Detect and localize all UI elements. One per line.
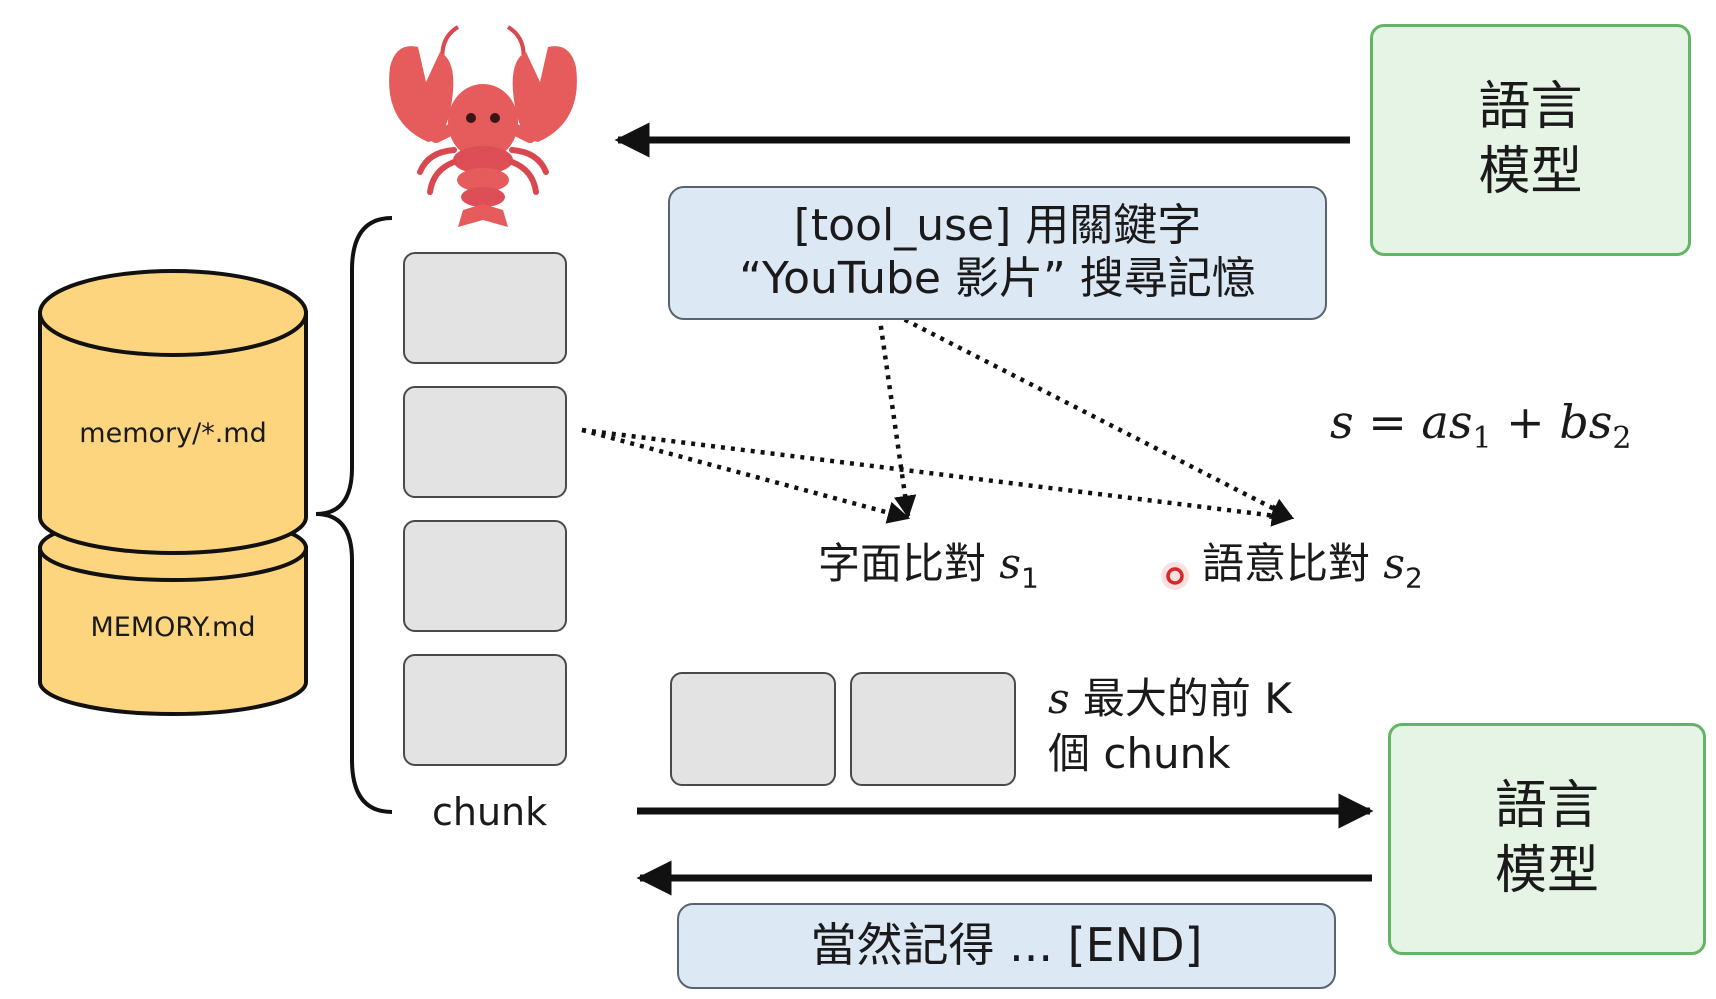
dotted-arrow-chunk-to-semantic [581, 427, 1295, 527]
lexical-match-sub: 1 [1020, 561, 1039, 595]
db-upper-label: memory/*.md [79, 418, 267, 449]
formula-s2: s [1588, 395, 1613, 449]
response-box: 當然記得 ... [END] [677, 903, 1336, 989]
dotted-arrow-chunk-to-lexical [581, 427, 911, 524]
topk-var: s [1048, 674, 1070, 723]
lexical-match-text: 字面比對 [818, 539, 987, 588]
lobster-icon [389, 25, 577, 227]
language-model-box-top: 語言 模型 [1370, 24, 1691, 256]
formula-b: b [1559, 395, 1589, 449]
semantic-match-text: 語意比對 [1202, 539, 1371, 588]
formula-plus: + [1506, 395, 1545, 449]
chunk-box-4 [403, 654, 567, 766]
language-model-box-bottom: 語言 模型 [1388, 723, 1706, 955]
formula-sub1: 1 [1472, 421, 1492, 457]
topk-chunk-box-2 [850, 672, 1016, 786]
dotted-arrow-query-to-lexical [875, 305, 917, 519]
formula-a: a [1421, 395, 1449, 449]
chunk-brace [315, 216, 393, 814]
semantic-match-var: s [1383, 539, 1405, 588]
topk-chunk-box-1 [670, 672, 836, 786]
database-icon [38, 269, 308, 716]
lexical-match-label: 字面比對 s1 [818, 530, 1039, 594]
score-formula: s = as1 + bs2 [1330, 395, 1632, 456]
formula-eq: = [1368, 395, 1407, 449]
topk-caption-line2: 個 chunk [1048, 728, 1231, 778]
lexical-match-var: s [999, 539, 1021, 588]
lm-bottom-line1: 語言 [1494, 776, 1599, 836]
lm-top-line1: 語言 [1478, 77, 1583, 137]
lm-bottom-line2: 模型 [1494, 841, 1599, 901]
cursor-indicator [1166, 567, 1184, 585]
topk-caption-line1: s 最大的前 K [1048, 672, 1292, 727]
chunk-box-3 [403, 520, 567, 632]
tool-use-query-box: [tool_use] 用關鍵字 “YouTube 影片” 搜尋記憶 [668, 186, 1327, 320]
response-text: 當然記得 ... [END] [810, 918, 1203, 973]
semantic-match-label: 語意比對 s2 [1202, 530, 1423, 594]
topk-caption: s 最大的前 K 個 chunk [1048, 672, 1292, 781]
db-lower-label: MEMORY.md [90, 612, 256, 643]
formula-s: s [1330, 395, 1354, 449]
tool-use-line1: [tool_use] 用關鍵字 [793, 200, 1202, 252]
formula-s1: s [1448, 395, 1473, 449]
chunk-box-2 [403, 386, 567, 498]
topk-line1-rest: 最大的前 K [1069, 674, 1292, 723]
semantic-match-sub: 2 [1404, 561, 1423, 595]
chunk-box-1 [403, 252, 567, 364]
formula-sub2: 2 [1612, 421, 1632, 457]
chunk-label: chunk [432, 790, 548, 834]
lm-top-line2: 模型 [1478, 142, 1583, 202]
tool-use-line2: “YouTube 影片” 搜尋記憶 [739, 253, 1256, 304]
dotted-arrow-query-to-semantic [876, 303, 1295, 521]
